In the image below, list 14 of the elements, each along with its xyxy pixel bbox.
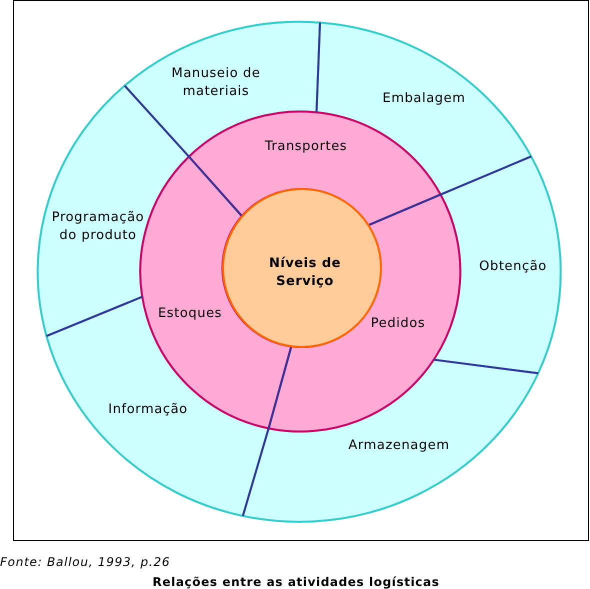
segment-label: Informação xyxy=(108,401,188,419)
segment-label: Programação do produto xyxy=(51,209,145,245)
segment-label: Pedidos xyxy=(370,315,426,333)
segment-label: Manuseio de materiais xyxy=(171,65,261,101)
segment-label: Armazenagem xyxy=(348,437,450,455)
segment-label: Obtenção xyxy=(478,258,548,276)
segment-label: Embalagem xyxy=(382,90,466,108)
middle-ring-segment xyxy=(267,193,462,433)
outer-ring-segment xyxy=(241,358,540,524)
source-note: Fonte: Ballou, 1993, p.26 xyxy=(0,554,170,570)
center-label: Níveis de Serviço xyxy=(268,255,342,291)
segment-label: Transportes xyxy=(264,138,348,156)
figure-caption: Relações entre as atividades logísticas xyxy=(152,574,440,589)
segment-label: Estoques xyxy=(157,305,223,323)
